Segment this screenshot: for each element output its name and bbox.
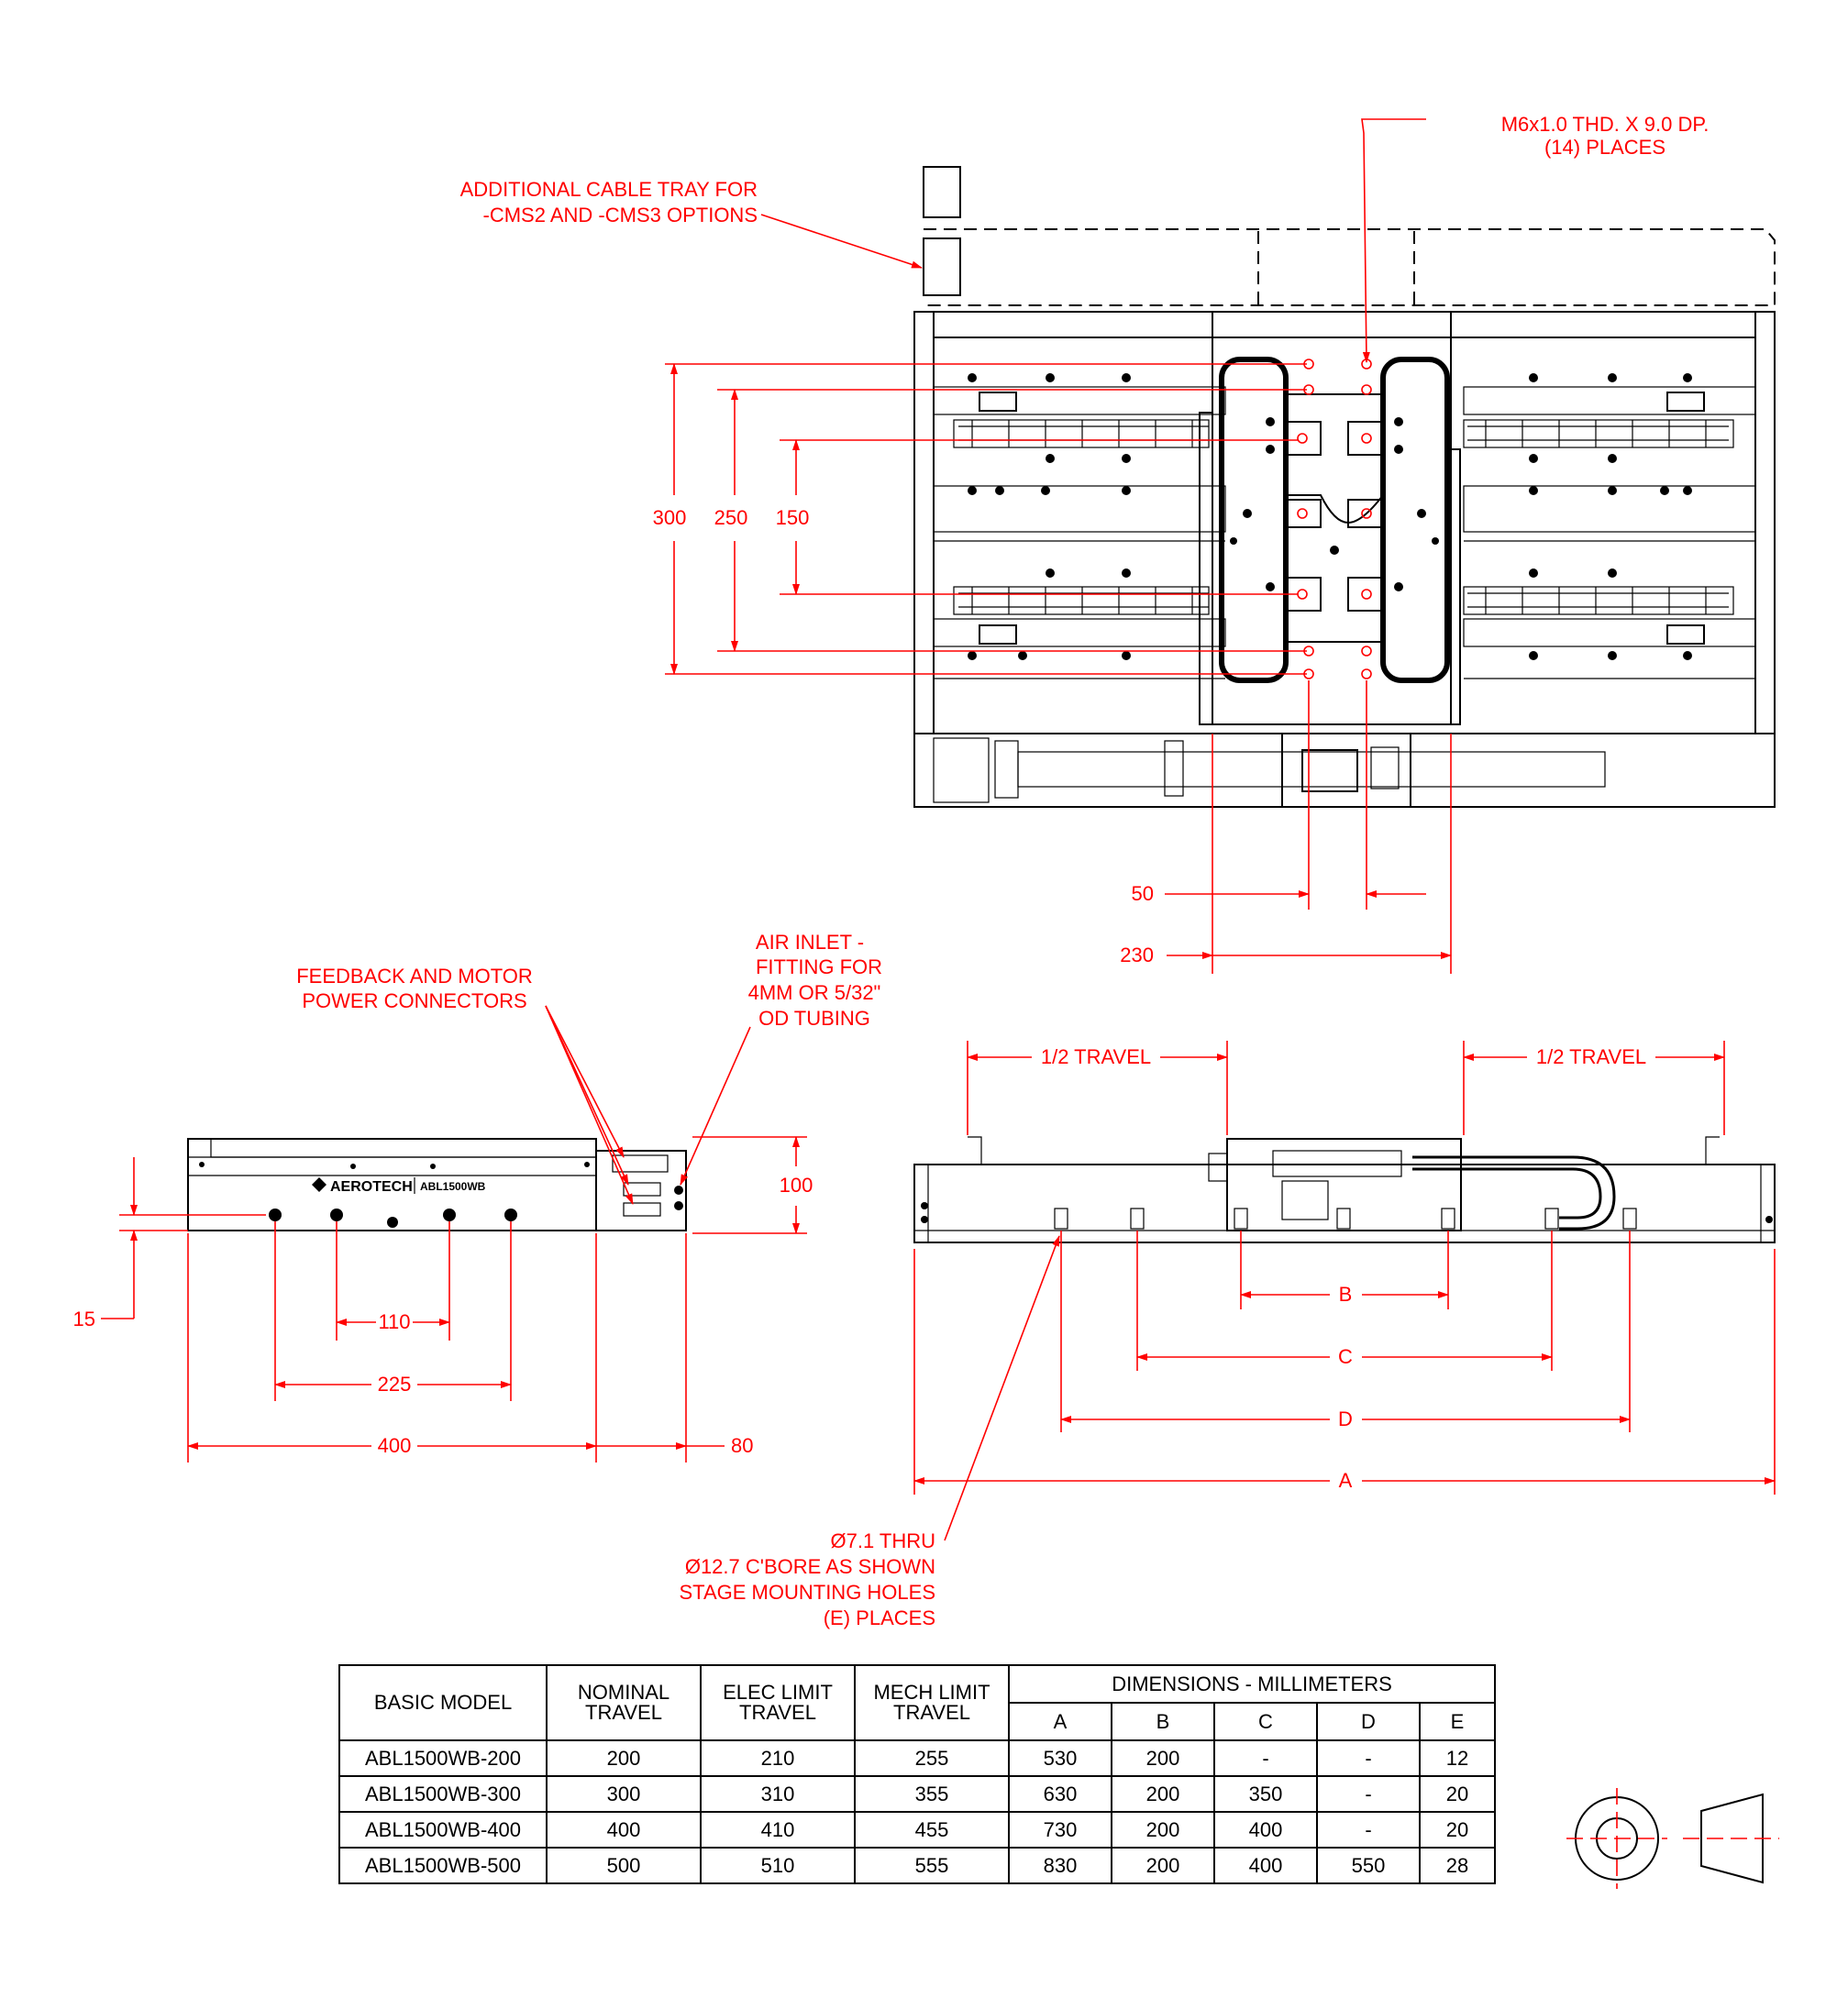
- cell-mech: 555: [854, 1847, 1010, 1884]
- cell-e: 12: [1419, 1739, 1496, 1777]
- note-cable-tray-line1: ADDITIONAL CABLE TRAY FOR: [460, 178, 758, 201]
- header-dimensions: DIMENSIONS - MILLIMETERS: [1008, 1664, 1496, 1704]
- header-a: A: [1008, 1702, 1112, 1741]
- note-mounting-line3: STAGE MOUNTING HOLES: [679, 1581, 935, 1604]
- cell-d: -: [1316, 1811, 1421, 1849]
- dim-15: 15: [73, 1308, 95, 1330]
- table-row: ABL1500WB-400 400 410 455 730 200 400 - …: [338, 1811, 1496, 1849]
- table-row: ABL1500WB-300 300 310 355 630 200 350 - …: [338, 1775, 1496, 1813]
- cell-d: -: [1316, 1775, 1421, 1813]
- cell-model: ABL1500WB-400: [338, 1811, 548, 1849]
- cell-a: 530: [1008, 1739, 1112, 1777]
- cell-d: -: [1316, 1739, 1421, 1777]
- cell-model: ABL1500WB-300: [338, 1775, 548, 1813]
- logo-brand: AEROTECH: [330, 1179, 413, 1195]
- header-b: B: [1111, 1702, 1215, 1741]
- note-mounting-line4: (E) PLACES: [824, 1606, 935, 1629]
- note-air-inlet-line2: FITTING FOR: [756, 955, 882, 978]
- annotations: ADDITIONAL CABLE TRAY FOR -CMS2 AND -CMS…: [73, 113, 1710, 1629]
- dim-250: 250: [714, 506, 748, 529]
- end-view-dimensions: [101, 1005, 807, 1463]
- header-e: E: [1419, 1702, 1496, 1741]
- cell-nominal: 200: [546, 1739, 702, 1777]
- cell-c: 350: [1213, 1775, 1318, 1813]
- cell-nominal: 500: [546, 1847, 702, 1884]
- dim-B: B: [1339, 1283, 1353, 1306]
- header-c: C: [1213, 1702, 1318, 1741]
- cell-e: 28: [1419, 1847, 1496, 1884]
- cell-mech: 355: [854, 1775, 1010, 1813]
- front-view-dimensions: [913, 1041, 1776, 1541]
- front-view: [913, 1136, 1776, 1243]
- dim-half-travel-left: 1/2 TRAVEL: [1041, 1045, 1151, 1068]
- note-connectors-line1: FEEDBACK AND MOTOR: [296, 965, 533, 988]
- cell-elec: 210: [700, 1739, 856, 1777]
- note-cable-tray-line2: -CMS2 AND -CMS3 OPTIONS: [483, 204, 758, 226]
- note-thread-line1: M6x1.0 THD. X 9.0 DP.: [1501, 113, 1710, 136]
- cell-b: 200: [1111, 1811, 1215, 1849]
- cell-e: 20: [1419, 1811, 1496, 1849]
- dim-C: C: [1338, 1345, 1353, 1368]
- cell-c: 400: [1213, 1811, 1318, 1849]
- dim-110: 110: [378, 1310, 410, 1333]
- end-view: AEROTECH ABL1500WB: [187, 1138, 687, 1231]
- dim-100: 100: [780, 1174, 813, 1197]
- top-view: [913, 166, 1776, 808]
- cell-a: 830: [1008, 1847, 1112, 1884]
- note-air-inlet-line4: OD TUBING: [758, 1007, 870, 1030]
- cell-a: 630: [1008, 1775, 1112, 1813]
- dim-400: 400: [378, 1434, 412, 1457]
- dim-225: 225: [378, 1373, 412, 1396]
- cell-e: 20: [1419, 1775, 1496, 1813]
- note-air-inlet-line1: AIR INLET -: [756, 931, 864, 954]
- cell-model: ABL1500WB-500: [338, 1847, 548, 1884]
- dim-50: 50: [1132, 882, 1154, 905]
- cell-a: 730: [1008, 1811, 1112, 1849]
- cell-nominal: 400: [546, 1811, 702, 1849]
- dim-150: 150: [776, 506, 810, 529]
- note-mounting-line1: Ø7.1 THRU: [830, 1529, 935, 1552]
- dim-230: 230: [1120, 944, 1154, 966]
- cell-mech: 255: [854, 1739, 1010, 1777]
- note-connectors-line2: POWER CONNECTORS: [302, 989, 526, 1012]
- table-row: ABL1500WB-500 500 510 555 830 200 400 55…: [338, 1847, 1496, 1884]
- counterbore-symbol: [1566, 1788, 1779, 1889]
- cell-nominal: 300: [546, 1775, 702, 1813]
- cell-c: 400: [1213, 1847, 1318, 1884]
- cell-b: 200: [1111, 1739, 1215, 1777]
- dim-80: 80: [731, 1434, 753, 1457]
- cell-elec: 510: [700, 1847, 856, 1884]
- cell-model: ABL1500WB-200: [338, 1739, 548, 1777]
- top-view-dimensions: [665, 118, 1452, 974]
- dim-half-travel-right: 1/2 TRAVEL: [1536, 1045, 1646, 1068]
- dim-300: 300: [653, 506, 687, 529]
- note-thread-line2: (14) PLACES: [1544, 136, 1665, 159]
- table-row: ABL1500WB-200 200 210 255 530 200 - - 12: [338, 1739, 1496, 1777]
- dim-A: A: [1339, 1469, 1353, 1492]
- cell-b: 200: [1111, 1847, 1215, 1884]
- cell-elec: 410: [700, 1811, 856, 1849]
- cell-elec: 310: [700, 1775, 856, 1813]
- cell-mech: 455: [854, 1811, 1010, 1849]
- cell-c: -: [1213, 1739, 1318, 1777]
- note-mounting-line2: Ø12.7 C'BORE AS SHOWN: [685, 1555, 935, 1578]
- cell-b: 200: [1111, 1775, 1215, 1813]
- header-d: D: [1316, 1702, 1421, 1741]
- dim-D: D: [1338, 1407, 1353, 1430]
- note-air-inlet-line3: 4MM OR 5/32": [748, 981, 881, 1004]
- header-basic-model: BASIC MODEL: [338, 1664, 548, 1741]
- logo-model: ABL1500WB: [420, 1180, 486, 1193]
- cell-d: 550: [1316, 1847, 1421, 1884]
